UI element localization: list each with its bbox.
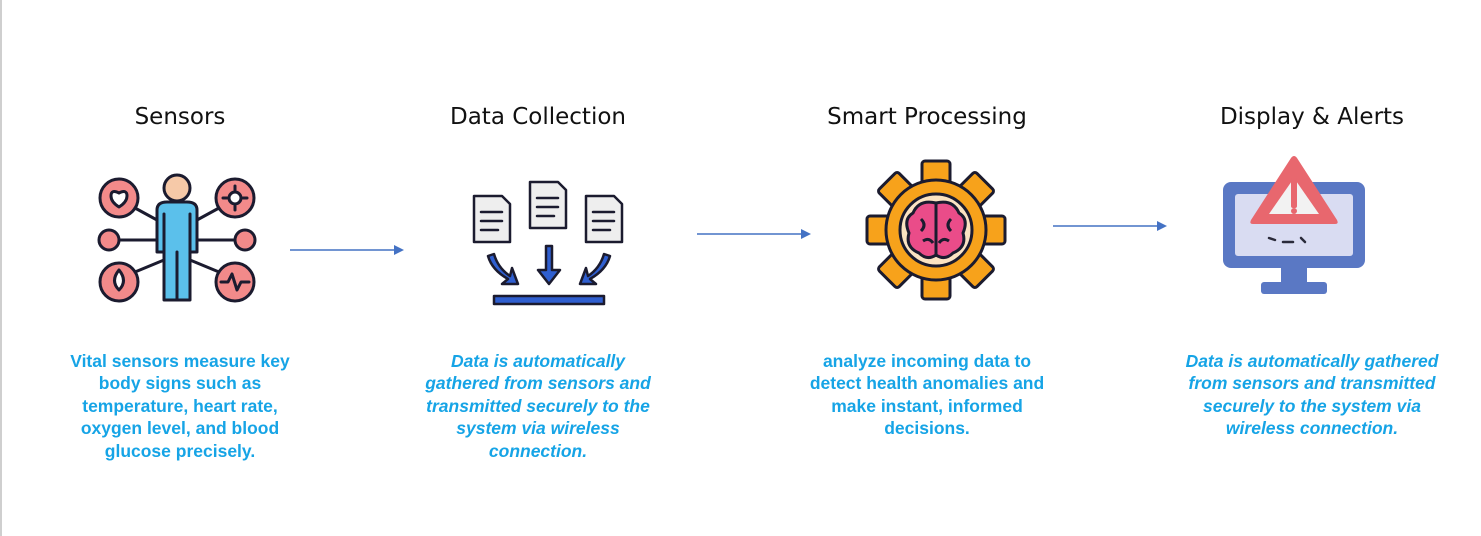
step-title: Sensors (134, 104, 226, 130)
step-title: Smart Processing (827, 104, 1027, 130)
step-description: analyze incoming data to detect health a… (809, 351, 1045, 439)
step-description: Data is automatically gathered from sens… (425, 351, 651, 461)
monitor-warning-icon (1223, 156, 1365, 294)
step-data-collection: Data Collection Data is automatically ga… (418, 0, 658, 536)
step-sensors: Sensors (70, 0, 290, 536)
step-title: Data Collection (450, 104, 626, 130)
person-vital-sensors-icon (97, 173, 257, 303)
step-title: Display & Alerts (1219, 104, 1405, 130)
step-description: Data is automatically gathered from sens… (1185, 351, 1439, 439)
gear-brain-icon (865, 159, 1007, 301)
documents-gathering-icon (472, 180, 624, 306)
flow-arrow-1 (290, 245, 404, 255)
step-description: Vital sensors measure key body signs suc… (70, 351, 290, 461)
left-border (0, 0, 2, 536)
flow-arrow-3 (1053, 221, 1167, 231)
flow-arrow-2 (697, 229, 811, 239)
step-smart-processing: Smart Processing analyze incoming data t… (797, 0, 1057, 536)
step-display-alerts: Display & Alerts Data is automatically g… (1183, 0, 1441, 536)
